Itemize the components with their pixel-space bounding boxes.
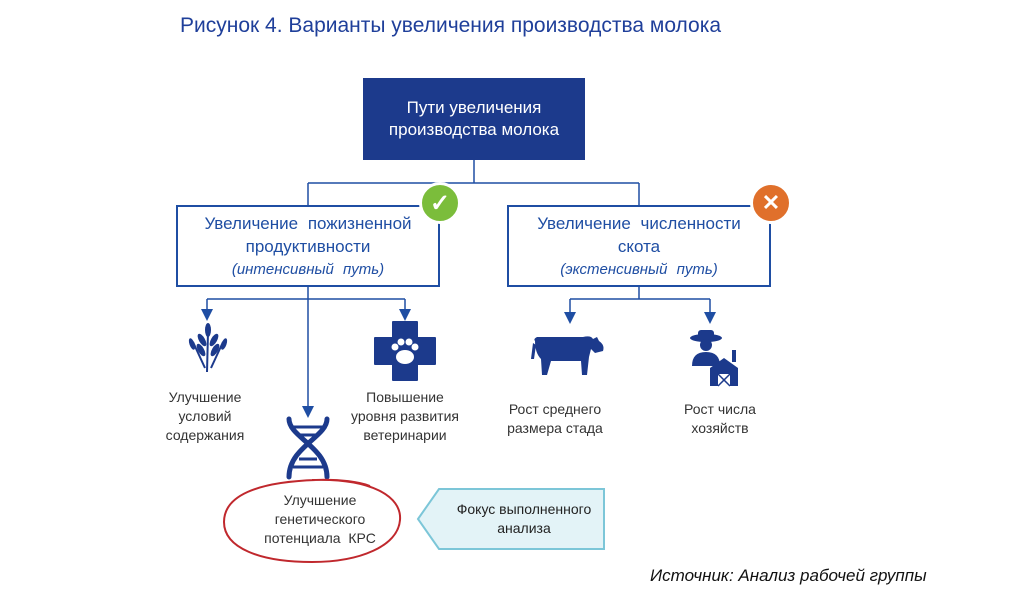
left-branch-sub: (интенсивный путь) bbox=[231, 260, 385, 278]
leaf-genetic-line-2: генетического bbox=[274, 511, 366, 527]
wheat-icon bbox=[188, 323, 228, 373]
leaf-farms-line-1: Рост числа bbox=[684, 401, 756, 417]
intensive-branch-box: Увеличение пожизненной продуктивности (и… bbox=[176, 205, 440, 287]
root-box: Пути увеличения производства молока bbox=[363, 78, 585, 160]
extensive-branch-box: Увеличение численности скота (экстенсивн… bbox=[507, 205, 771, 287]
leaf-vet-line-2: уровня развития bbox=[351, 408, 459, 424]
leaf-herd-line-2: размера стада bbox=[507, 420, 603, 436]
leaf-farms-label: Рост числа хозяйств bbox=[665, 400, 775, 438]
leaf-farms-line-2: хозяйств bbox=[691, 420, 749, 436]
highlight-ellipse bbox=[222, 478, 402, 564]
leaf-vet-line-3: ветеринарии bbox=[363, 427, 447, 443]
right-branch-sub: (экстенсивный путь) bbox=[560, 260, 718, 278]
left-branch-line-1: Увеличение пожизненной bbox=[204, 213, 412, 233]
leaf-genetic-line-1: Улучшение bbox=[283, 492, 357, 508]
vet-cross-icon bbox=[374, 321, 436, 381]
focus-callout-outline bbox=[416, 488, 605, 550]
root-line-2: производства молока bbox=[388, 120, 560, 139]
leaf-conditions-label: Улучшение условий содержания bbox=[145, 388, 265, 445]
root-line-1: Пути увеличения bbox=[406, 98, 542, 117]
check-icon: ✓ bbox=[419, 182, 461, 224]
farmer-icon bbox=[690, 330, 738, 387]
cow-icon bbox=[531, 336, 604, 375]
source-note: Источник: Анализ рабочей группы bbox=[650, 566, 927, 585]
focus-line-1: Фокус выполненного bbox=[456, 501, 592, 517]
leaf-genetic-label: Улучшение генетического потенциала КРС bbox=[240, 491, 400, 548]
leaf-conditions-line-1: Улучшение bbox=[168, 389, 242, 405]
cross-icon: ✕ bbox=[750, 182, 792, 224]
leaf-conditions-line-2: условий bbox=[178, 408, 232, 424]
leaf-genetic-line-3: потенциала КРС bbox=[264, 530, 376, 546]
leaf-vet-label: Повышение уровня развития ветеринарии bbox=[340, 388, 470, 445]
leaf-herd-label: Рост среднего размера стада bbox=[500, 400, 610, 438]
focus-line-2: анализа bbox=[497, 520, 551, 536]
right-branch-line-1: Увеличение численности bbox=[537, 213, 741, 233]
focus-callout: Фокус выполненного анализа bbox=[417, 488, 605, 550]
leaf-herd-line-1: Рост среднего bbox=[508, 401, 602, 417]
leaf-conditions-line-3: содержания bbox=[165, 427, 245, 443]
figure-title: Рисунок 4. Варианты увеличения производс… bbox=[180, 14, 722, 37]
right-branch-line-2: скота bbox=[617, 236, 661, 256]
leaf-vet-line-1: Повышение bbox=[366, 389, 444, 405]
dna-icon bbox=[286, 416, 330, 480]
left-branch-line-2: продуктивности bbox=[245, 236, 371, 256]
